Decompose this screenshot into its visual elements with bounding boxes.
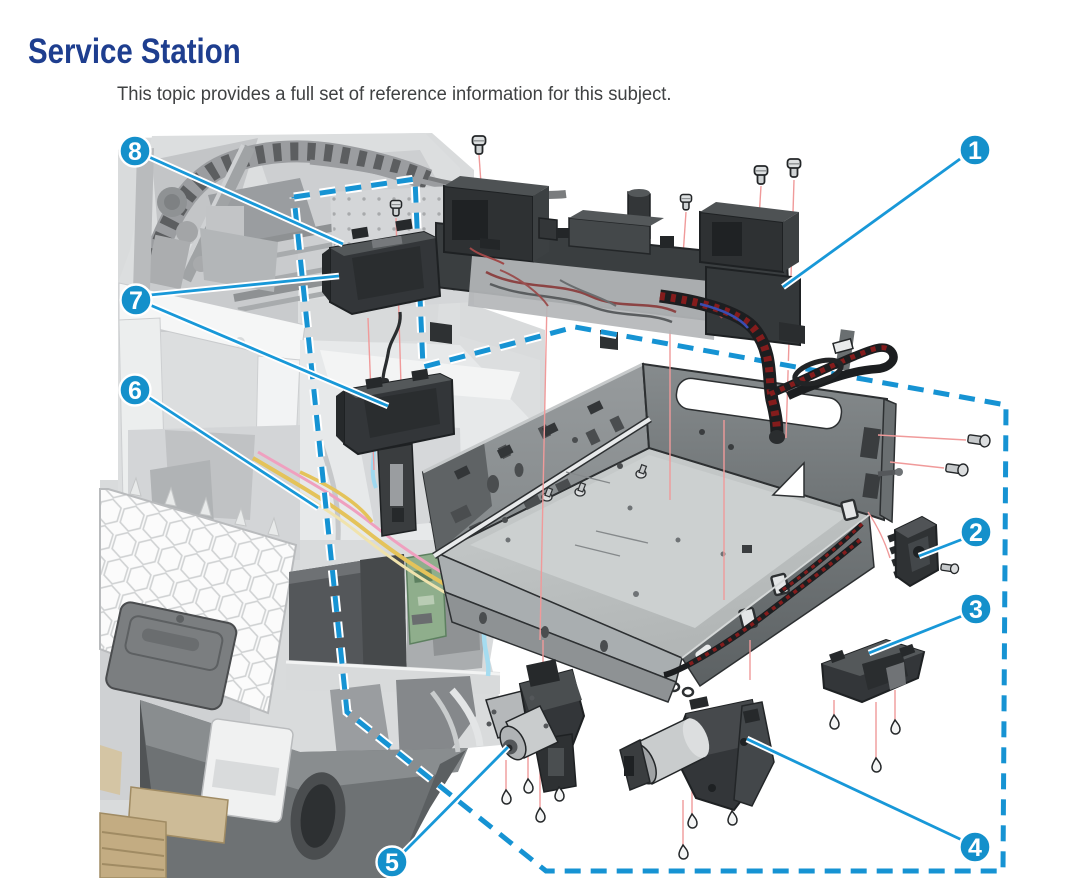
- svg-text:1: 1: [968, 137, 982, 165]
- svg-text:8: 8: [128, 138, 142, 166]
- svg-text:4: 4: [968, 834, 982, 862]
- svg-text:5: 5: [385, 849, 399, 877]
- svg-text:3: 3: [969, 596, 983, 624]
- svg-text:6: 6: [128, 377, 142, 405]
- svg-text:7: 7: [129, 287, 143, 315]
- svg-text:2: 2: [969, 519, 983, 547]
